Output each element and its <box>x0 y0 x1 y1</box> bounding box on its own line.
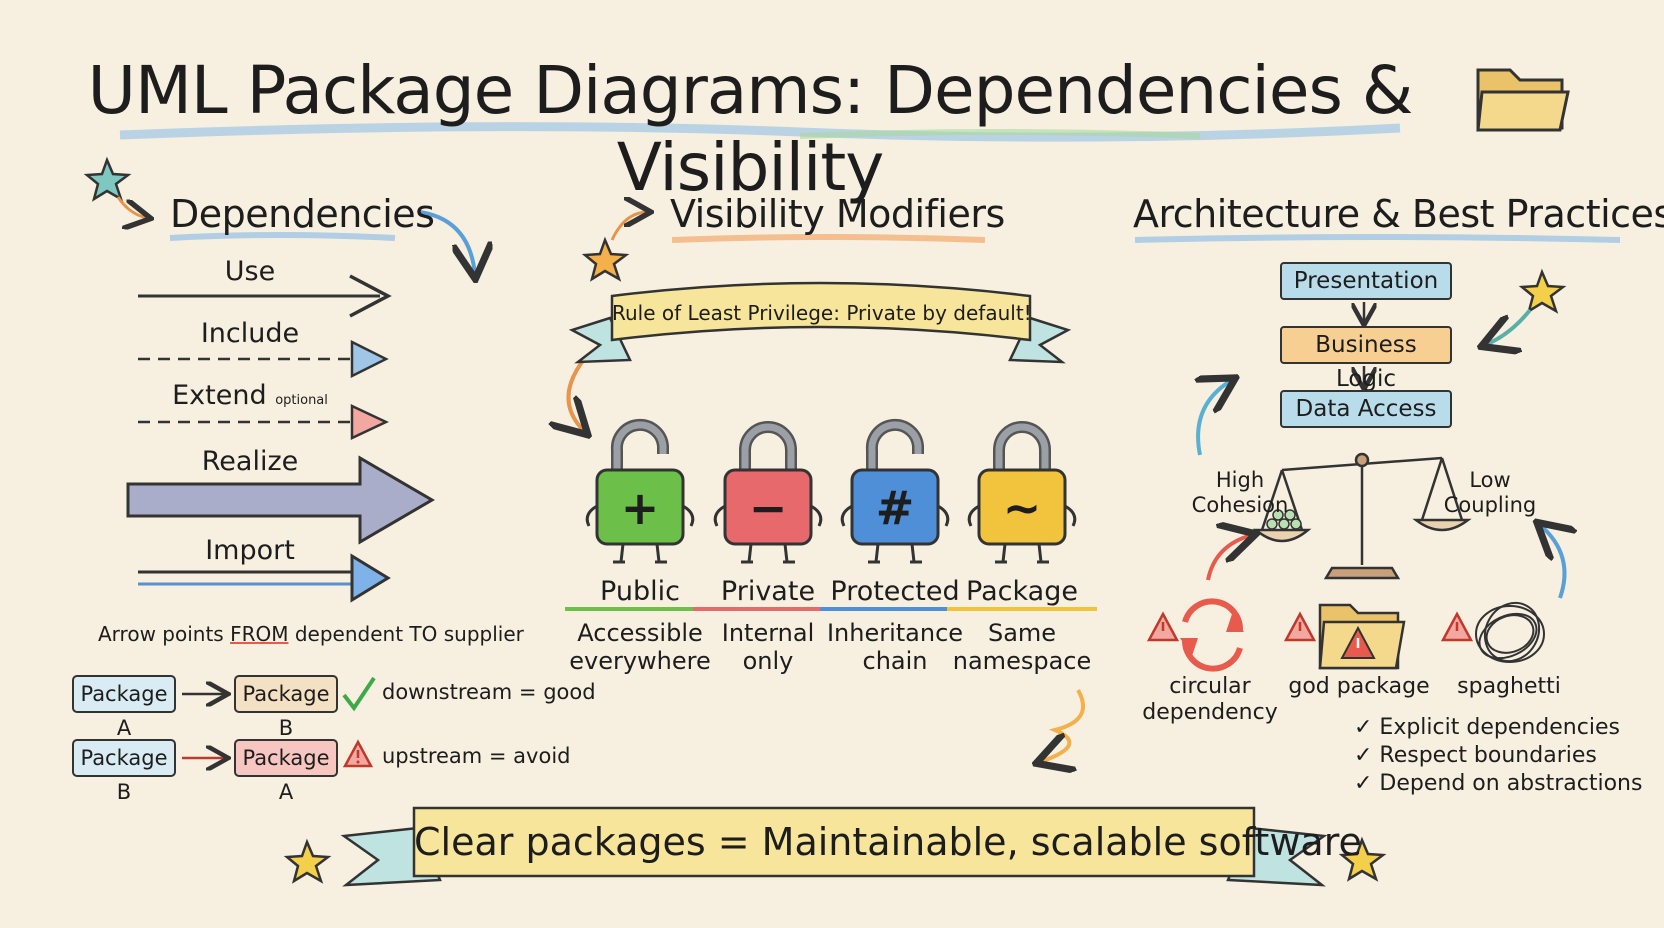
lock-description: Inheritance <box>826 619 964 647</box>
extend-label: Extend <box>172 380 267 411</box>
star-icon <box>1338 836 1387 882</box>
warning-icon <box>1146 611 1180 642</box>
lock-name: Private <box>693 576 843 611</box>
lock-name: Public <box>565 576 715 611</box>
spaghetti-icon <box>1475 601 1545 663</box>
lock-description: namespace <box>952 647 1092 675</box>
folder-icon <box>1476 68 1570 132</box>
star-icon <box>83 156 132 202</box>
layer-presentation: Presentation <box>1280 262 1452 300</box>
star-icon <box>283 838 332 884</box>
checklist-item: ✓ Depend on abstractions <box>1354 771 1643 796</box>
example-package-box: Package B <box>72 739 176 804</box>
scale-label-cohesion: High Cohesion <box>1180 468 1300 518</box>
import-arrow <box>138 553 391 603</box>
lock-name: Protected <box>820 576 970 611</box>
checklist-item: ✓ Respect boundaries <box>1354 743 1597 768</box>
lock-symbol: − <box>749 481 788 535</box>
layer-data-access: Data Access <box>1280 390 1452 428</box>
antipattern-spaghetti: spaghetti <box>1457 674 1561 699</box>
note-middle: dependent <box>288 622 410 646</box>
example-package-box: Package B <box>234 675 338 740</box>
example-verdict-bad: upstream = avoid <box>382 744 571 768</box>
lock-name: Package <box>947 576 1097 611</box>
section-heading-visibility: Visibility Modifiers <box>670 192 1005 236</box>
privilege-ribbon <box>568 281 1072 364</box>
lock-symbol: ~ <box>1003 481 1042 535</box>
arrow-label-realize: Realize <box>201 446 299 477</box>
antipattern-line: circular <box>1169 674 1251 699</box>
cohesion-line2: Cohesion <box>1191 493 1289 517</box>
cohesion-line1: High <box>1215 468 1265 492</box>
best-practices-checklist: ✓ Explicit dependencies ✓ Respect bounda… <box>1354 714 1642 798</box>
lock-description: chain <box>862 647 928 675</box>
warning-icon <box>1283 611 1317 642</box>
arrow-label-extend: Extend optional <box>150 380 350 411</box>
padlock-icon: + <box>585 418 695 564</box>
arrow-label-include: Include <box>200 318 300 349</box>
scale-label-coupling: Low Coupling <box>1430 468 1550 518</box>
balance-scale-icon <box>1252 452 1472 580</box>
check-icon <box>342 676 376 712</box>
section-heading-architecture: Architecture & Best Practices <box>1133 192 1664 236</box>
example-package-box: Package A <box>72 675 176 740</box>
arrow-label-import: Import <box>205 535 295 566</box>
antipattern-god-package: god package <box>1288 674 1430 699</box>
lock-description: Same <box>987 619 1057 647</box>
direction-note: Arrow points FROM dependent TO supplier <box>98 622 524 646</box>
bottom-banner-text: Clear packages = Maintainable, scalable … <box>414 820 1362 864</box>
checklist-item: ✓ Explicit dependencies <box>1354 715 1620 740</box>
god-package-icon <box>1318 603 1406 670</box>
extend-arrow <box>138 404 389 440</box>
include-arrow <box>138 339 389 379</box>
section-heading-dependencies: Dependencies <box>170 192 435 236</box>
coupling-line2: Coupling <box>1443 493 1537 517</box>
lock-symbol: # <box>876 481 915 535</box>
privilege-ribbon-text: Rule of Least Privilege: Private by defa… <box>612 301 1032 325</box>
note-from: FROM <box>230 622 289 646</box>
example-verdict-good: downstream = good <box>382 680 596 704</box>
note-to: TO <box>409 622 438 646</box>
antipattern-circular: circular dependency <box>1135 674 1285 726</box>
lock-description: Internal <box>721 619 815 647</box>
warning-icon <box>342 739 374 768</box>
lock-symbol: + <box>621 481 660 535</box>
padlock-icon: ~ <box>967 421 1077 564</box>
bottom-ribbon <box>340 806 1328 887</box>
layer-business-logic: Business Logic <box>1280 326 1452 392</box>
example-package-box: Package A <box>234 739 338 804</box>
note-prefix: Arrow points <box>98 622 231 646</box>
use-arrow <box>138 274 392 318</box>
circular-dependency-icon <box>1181 598 1244 672</box>
note-suffix: supplier <box>437 622 524 646</box>
lock-description: Accessible <box>577 619 703 647</box>
star-icon <box>581 236 630 282</box>
lock-description: everywhere <box>569 647 711 675</box>
lock-description: only <box>742 647 794 675</box>
antipattern-line: dependency <box>1142 700 1278 725</box>
coupling-line1: Low <box>1469 468 1511 492</box>
padlock-icon: − <box>713 421 823 564</box>
warning-icon <box>1440 611 1474 642</box>
padlock-icon: # <box>840 418 950 564</box>
extend-note: optional <box>275 393 328 408</box>
star-icon <box>1518 268 1567 314</box>
realize-arrow <box>126 455 435 545</box>
page-title: UML Package Diagrams: Dependencies & Vis… <box>87 52 1414 206</box>
arrow-label-use: Use <box>224 256 276 287</box>
